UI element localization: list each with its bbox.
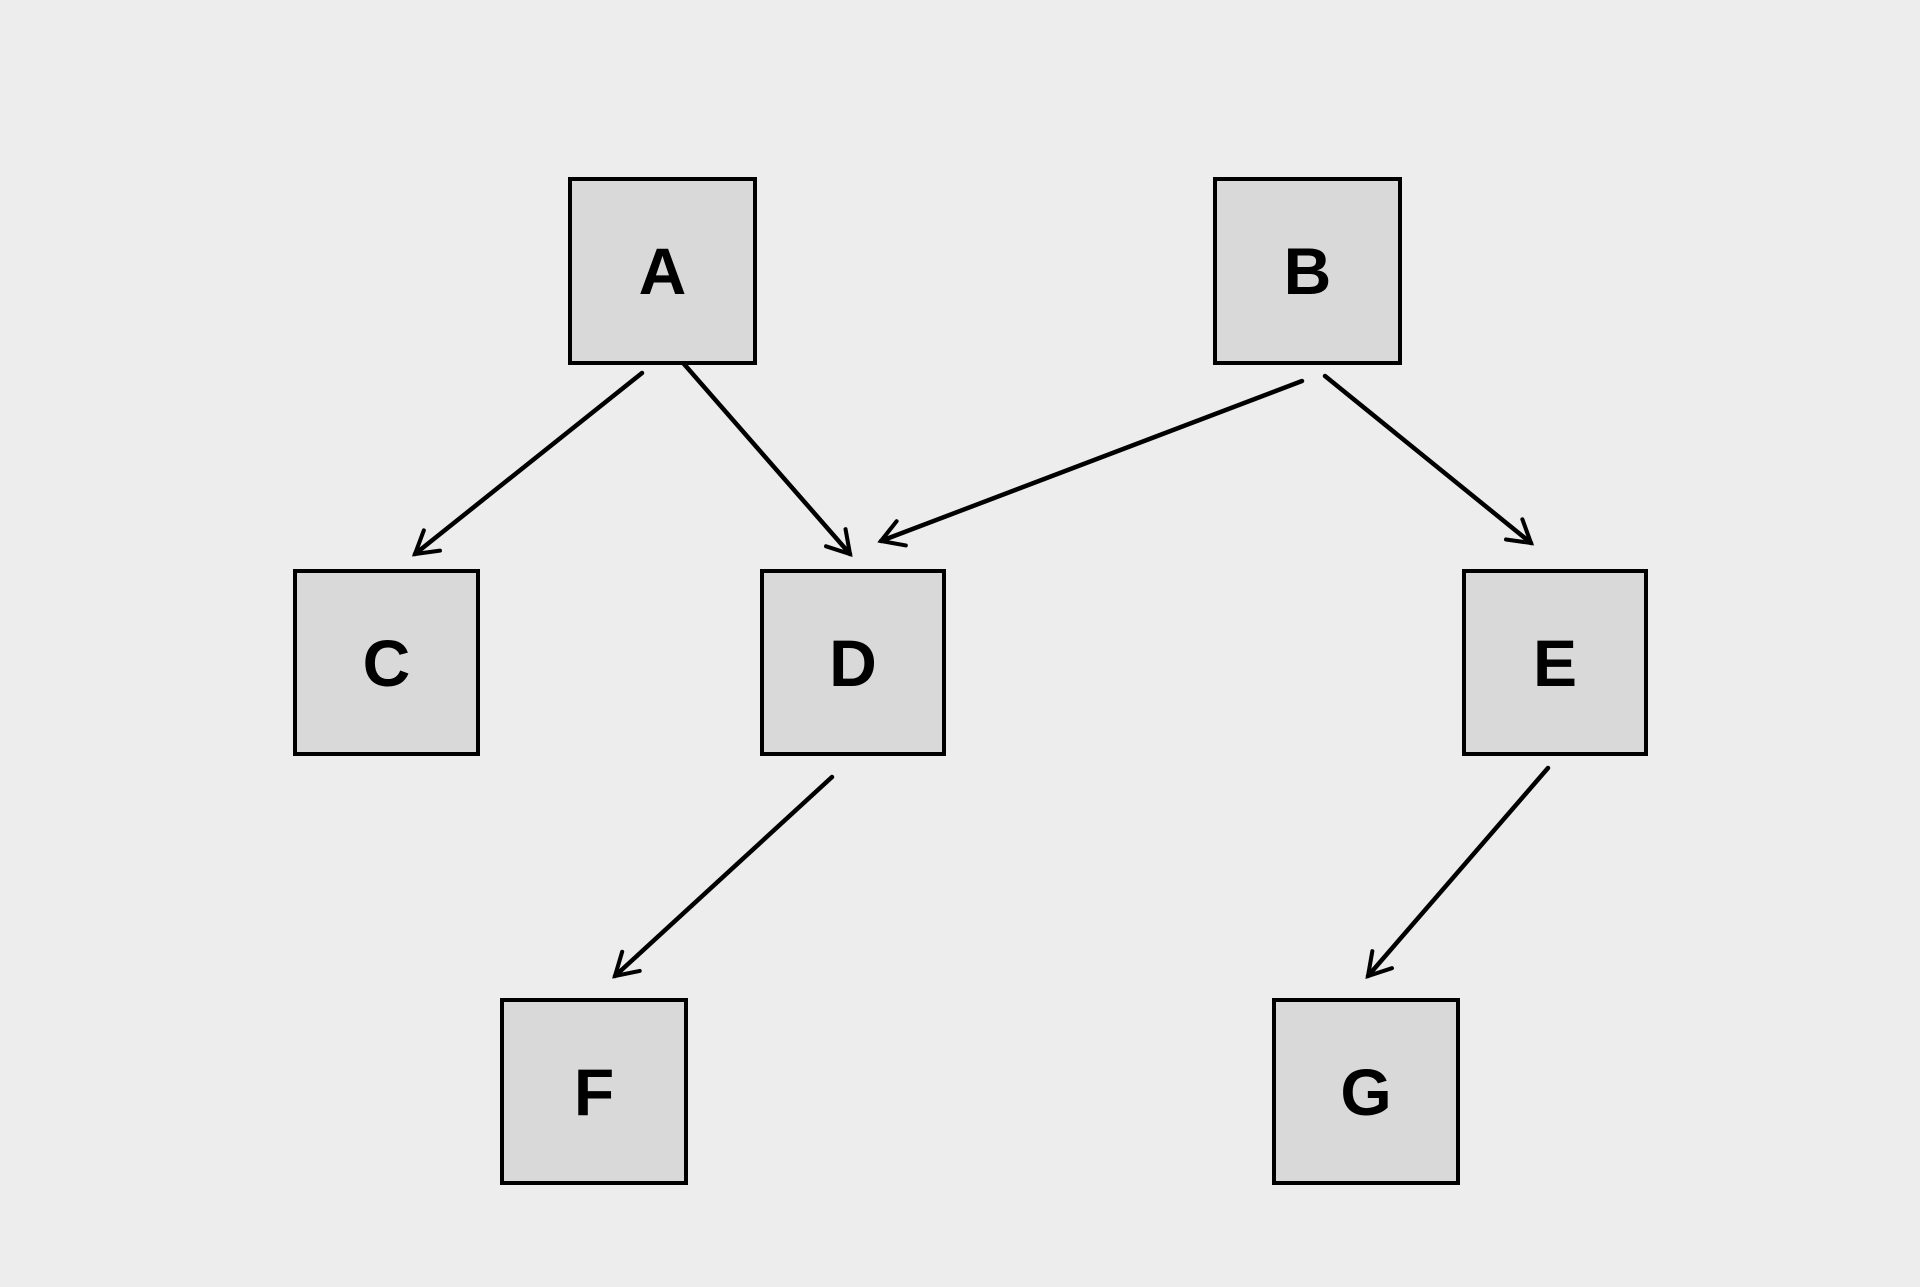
node-label: G [1340,1054,1392,1129]
edge-B-E [1322,373,1535,546]
edge-A-C [411,370,645,557]
edge-D-F [612,774,835,979]
node-A: A [568,177,757,365]
node-label: B [1283,234,1332,308]
node-G: G [1272,998,1460,1185]
node-D: D [760,569,946,756]
edge-E-G [1365,765,1551,979]
node-label: C [362,625,411,700]
node-C: C [293,569,480,756]
node-label: D [829,625,877,700]
node-label: A [638,234,687,308]
node-label: F [573,1054,615,1129]
edge-A-D [681,361,853,557]
node-E: E [1462,569,1648,756]
node-B: B [1213,177,1402,365]
node-F: F [500,998,688,1185]
edges-group [411,361,1551,979]
node-label: E [1532,625,1578,700]
edge-B-D [877,378,1305,548]
